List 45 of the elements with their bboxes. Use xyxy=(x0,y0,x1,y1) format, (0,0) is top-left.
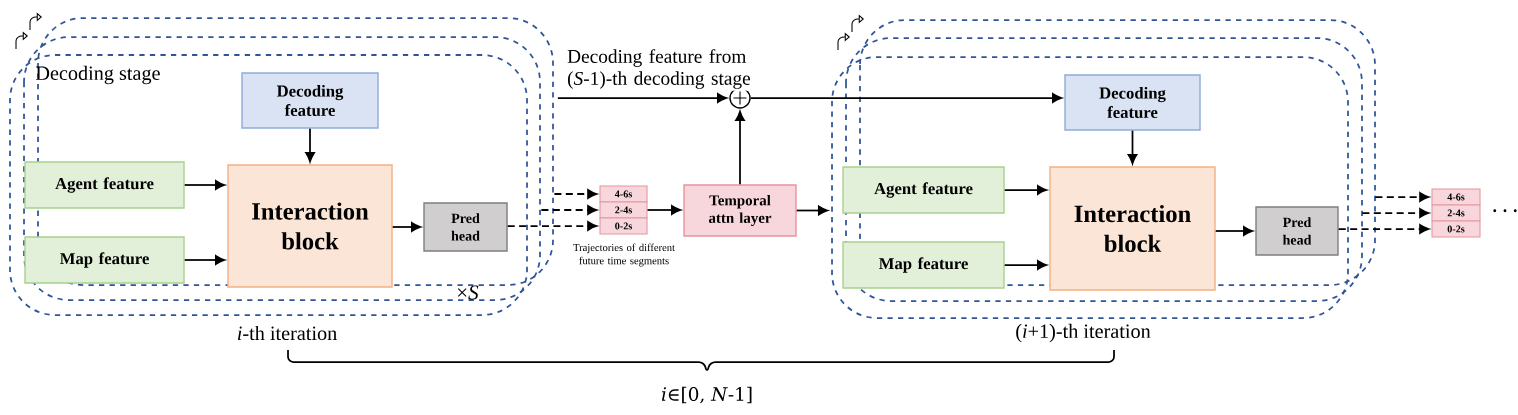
feature-box: Agent feature xyxy=(24,161,185,209)
range-label: i∈[0, N-1] xyxy=(661,386,752,404)
interaction-block: Interaction block xyxy=(227,164,393,288)
arrow xyxy=(557,93,728,103)
arrow xyxy=(1003,260,1048,270)
feature-box: Map feature xyxy=(24,236,185,284)
caption: Trajectories of different future time segments xyxy=(573,243,675,267)
arrow xyxy=(540,205,598,215)
arrow xyxy=(795,205,829,216)
time-segment-cell: 4-6s xyxy=(599,185,648,203)
decoding-feature-box: Decoding feature xyxy=(1064,74,1201,131)
arrow xyxy=(305,127,315,163)
temporal-attn-box: Temporal attn layer xyxy=(683,184,797,237)
iteration-label: (i+1)-th iteration xyxy=(1016,323,1151,343)
arrow xyxy=(646,205,682,215)
feature-box: Agent feature xyxy=(842,166,1005,214)
time-segment-cell: 2-4s xyxy=(599,201,648,219)
arrow xyxy=(1361,208,1430,218)
arrow xyxy=(553,189,598,199)
repeat-count: ×S xyxy=(457,285,479,300)
time-segment-cell: 0-2s xyxy=(599,217,648,235)
arrow xyxy=(1127,129,1138,165)
arrow xyxy=(749,93,1063,103)
pred-head-box: Pred head xyxy=(423,202,508,252)
arrow xyxy=(1337,224,1430,234)
interaction-block: Interaction block xyxy=(1049,166,1216,291)
time-segment-cell: 0-2s xyxy=(1431,220,1481,238)
pred-head-box: Pred head xyxy=(1255,206,1339,256)
ellipsis: · · · xyxy=(1493,209,1517,213)
arrow xyxy=(506,221,598,231)
arrow xyxy=(1214,226,1254,236)
arrow xyxy=(391,222,422,232)
arrow xyxy=(183,255,226,265)
feature-box: Map feature xyxy=(842,241,1005,289)
arrow xyxy=(183,180,226,190)
decoding-feature-box: Decoding feature xyxy=(241,72,379,129)
arrow xyxy=(1374,192,1430,202)
time-segment-cell: 4-6s xyxy=(1431,188,1481,206)
stage-title: Decoding stage xyxy=(35,65,160,85)
decoding-stage-box xyxy=(831,56,1349,319)
time-segment-cell: 2-4s xyxy=(1431,204,1481,222)
arrow xyxy=(1003,185,1048,195)
arrow xyxy=(735,110,745,186)
decoding-stage-box xyxy=(9,54,528,316)
iteration-label: i-th iteration xyxy=(237,325,337,341)
